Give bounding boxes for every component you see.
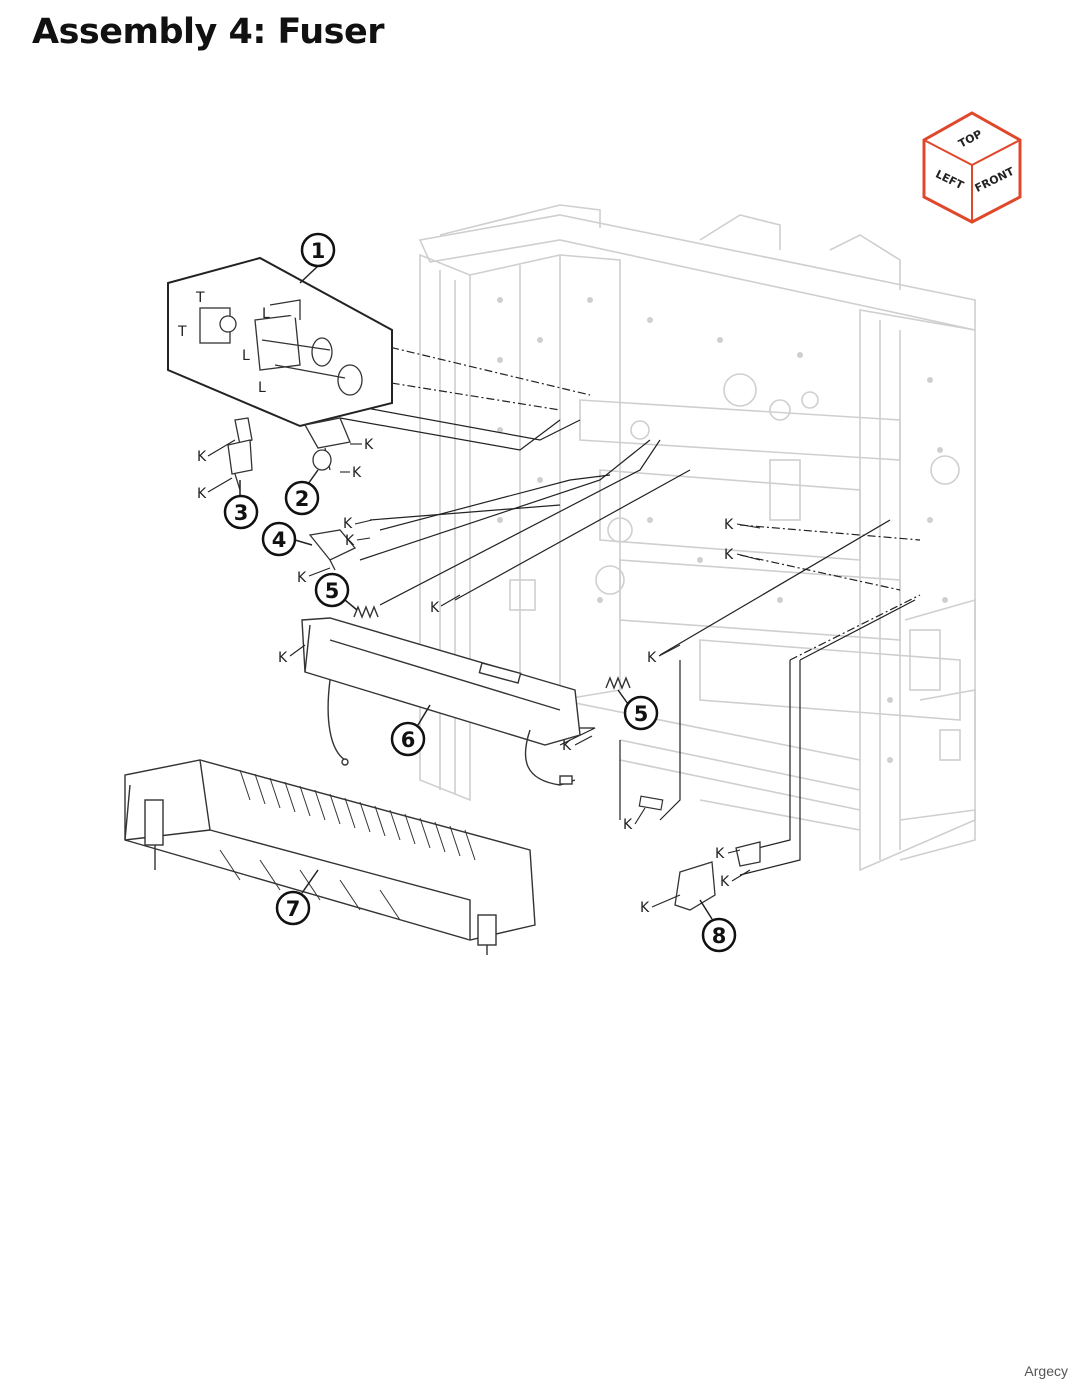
k-label: K [562,738,572,754]
k-label: K [724,517,734,533]
callout-1-label: 1 [311,239,326,263]
k-label: K [640,900,650,916]
callout-5-right-label: 5 [634,702,649,726]
part-1-label-l-lower: L [258,380,266,396]
orientation-cube-icon: TOP LEFT FRONT [922,111,1022,224]
part-7-fuser-unit [124,759,536,955]
small-pin-part [638,795,664,811]
callout-8-label: 8 [712,924,727,948]
callout-5-left-label: 5 [325,579,340,603]
part-1-label-t-upper: T [195,290,205,306]
callout-2-label: 2 [295,487,310,511]
footer-brand: Argecy [1024,1363,1068,1379]
k-labels: K K K K K K K K K K K K K K K K K [197,437,734,916]
k-label: K [197,449,207,465]
part-1-label-l-upper: L [262,306,270,322]
callout-7: 7 [275,869,319,926]
k-label: K [715,846,725,862]
k-label: K [364,437,374,453]
printer-frame [418,204,976,872]
part-1-label-l-middle: L [242,348,250,364]
callout-6-label: 6 [401,728,416,752]
callout-7-label: 7 [286,897,301,921]
k-label-ticks [207,439,761,908]
part-4-clip [308,529,357,571]
part-1-motor-assembly: T T L L L [167,256,393,428]
k-label: K [623,817,633,833]
part-2-bracket-assembly [303,417,351,471]
k-label: K [343,516,353,532]
part-6-guide-panel [301,617,581,786]
k-label: K [345,533,355,549]
callout-4: 4 [261,521,313,557]
callout-3: 3 [223,480,259,530]
callout-5-right: 5 [617,689,659,731]
part-3-sensor-bracket [227,417,253,491]
k-label: K [352,465,362,481]
k-label: K [197,486,207,502]
k-label: K [297,570,307,586]
callout-5-left: 5 [314,572,358,611]
k-label: K [430,600,440,616]
part-5-spring-left [353,605,379,619]
leader-lines [339,339,921,876]
part-8-bracket [674,841,761,911]
callout-2: 2 [284,469,320,516]
callout-8: 8 [699,899,737,953]
k-label: K [647,650,657,666]
callouts: 1 2 3 4 5 5 6 [223,232,737,953]
callout-1: 1 [299,232,336,284]
k-label: K [278,650,288,666]
k-label: K [724,547,734,563]
page-title: Assembly 4: Fuser [32,12,384,52]
part-5-spring-right [605,676,631,690]
callout-3-label: 3 [234,501,249,525]
callout-6: 6 [390,704,431,757]
callout-4-label: 4 [272,528,287,552]
part-1-label-t-lower: T [177,324,187,340]
k-label: K [720,874,730,890]
